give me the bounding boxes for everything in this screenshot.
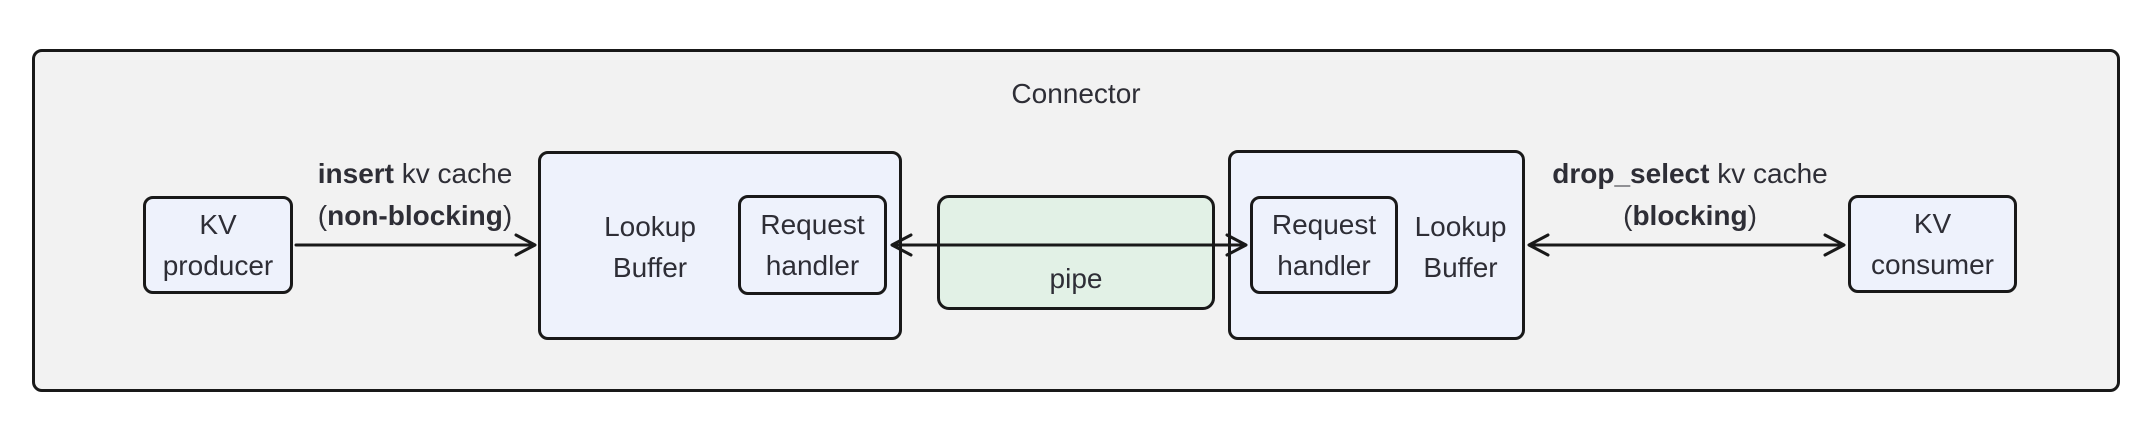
lookup-buffer-right-label-line1: Lookup [1414, 211, 1507, 242]
insert-edge-label-paren-close: ) [502, 200, 513, 231]
drop-select-edge-label-line2: (blocking) [1490, 195, 1890, 237]
lookup-buffer-left-label: Lookup Buffer [570, 205, 730, 289]
lookup-buffer-left-label-line2: Buffer [612, 252, 688, 283]
drop-select-edge-label-bold: drop_select [1552, 158, 1710, 189]
request-handler-right-node: Request handler [1250, 196, 1398, 294]
lookup-buffer-left-label-line1: Lookup [604, 211, 696, 242]
insert-edge-label-line2: (non-blocking) [215, 195, 615, 237]
lookup-buffer-right-label: Lookup Buffer [1398, 205, 1523, 289]
request-handler-left-label-line2: handler [765, 250, 860, 281]
connector-title: Connector [1011, 78, 1141, 109]
insert-edge-label-bold: insert [317, 158, 394, 189]
lookup-buffer-right-label-line2: Buffer [1423, 252, 1498, 283]
drop-select-edge-label-paren-close: ) [1747, 200, 1757, 231]
pipe-node: pipe [937, 195, 1215, 310]
request-handler-right-label-line1: Request [1271, 209, 1377, 240]
insert-edge-label: insert kv cache (non-blocking) [215, 153, 615, 237]
drop-select-edge-label-paren-bold: blocking [1632, 200, 1748, 231]
insert-edge-label-line1: insert kv cache [215, 153, 615, 195]
kv-consumer-node: KV consumer [1848, 195, 2017, 293]
kv-consumer-label-line1: KV [1913, 208, 1952, 239]
request-handler-left-node: Request handler [738, 195, 887, 295]
drop-select-edge-label-paren-open: ( [1623, 200, 1633, 231]
kv-producer-label-line1: KV [199, 209, 237, 240]
drop-select-edge-label-line1: drop_select kv cache [1490, 153, 1890, 195]
request-handler-left-label-line1: Request [760, 209, 865, 240]
kv-producer-node: KV producer [143, 196, 293, 294]
pipe-label: pipe [1049, 263, 1103, 294]
insert-edge-label-paren-open: ( [317, 200, 328, 231]
kv-producer-label-line2: producer [162, 250, 274, 281]
insert-edge-label-paren-bold: non-blocking [327, 200, 503, 231]
request-handler-right-label-line2: handler [1277, 250, 1371, 281]
drop-select-edge-label-rest: kv cache [1709, 158, 1828, 189]
insert-edge-label-rest: kv cache [393, 158, 513, 189]
drop-select-edge-label: drop_select kv cache (blocking) [1490, 153, 1890, 237]
kv-consumer-label-line2: consumer [1871, 249, 1994, 280]
